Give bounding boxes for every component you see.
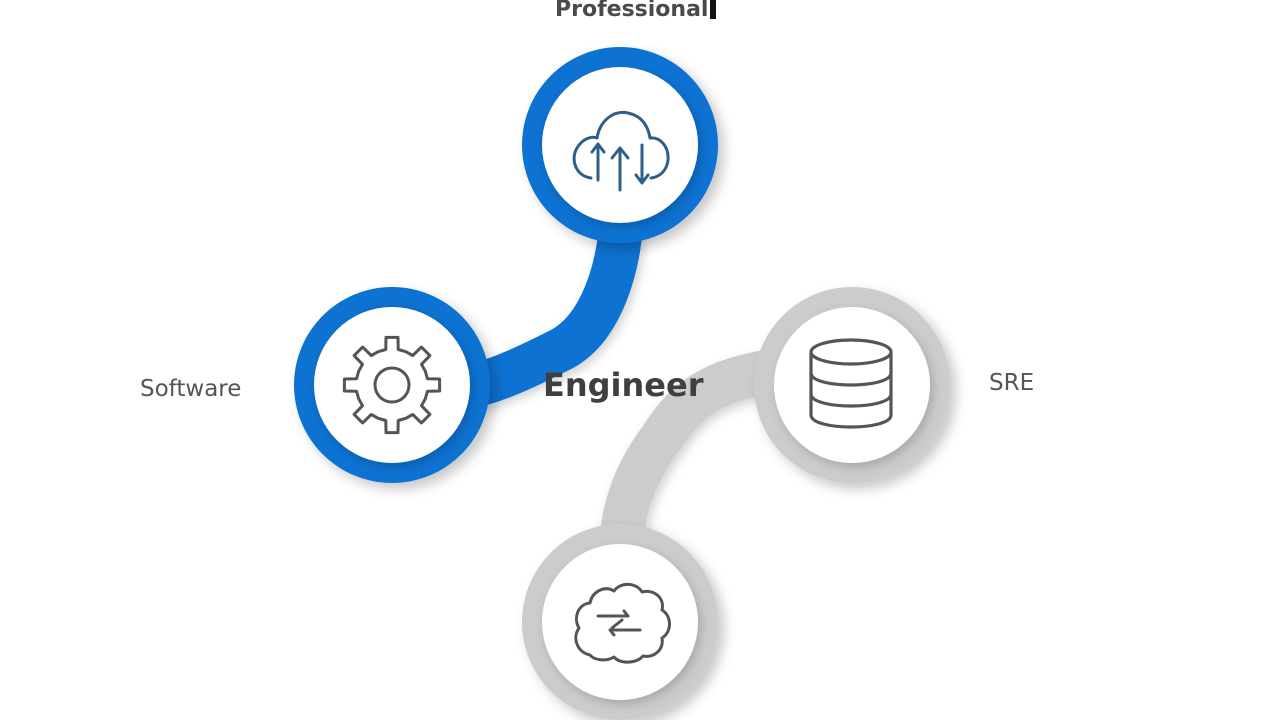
gear-icon <box>342 335 442 435</box>
node-left[interactable] <box>294 287 490 483</box>
connector-gray <box>598 348 802 582</box>
text-cursor <box>710 0 717 19</box>
center-title: Engineer <box>543 366 704 404</box>
database-icon <box>809 338 893 429</box>
label-right-sre: SRE <box>989 370 1035 396</box>
label-left-software: Software <box>140 376 242 402</box>
node-top-face <box>542 67 698 223</box>
cloud-sync-icon <box>572 110 670 192</box>
node-left-face <box>314 307 470 463</box>
node-right[interactable] <box>754 287 950 483</box>
label-top-text: Professional <box>555 0 709 22</box>
cloud-exchange-icon <box>574 582 671 664</box>
node-top[interactable] <box>522 47 718 243</box>
label-top-professional: Professional <box>555 0 717 22</box>
node-bottom[interactable] <box>522 524 718 720</box>
